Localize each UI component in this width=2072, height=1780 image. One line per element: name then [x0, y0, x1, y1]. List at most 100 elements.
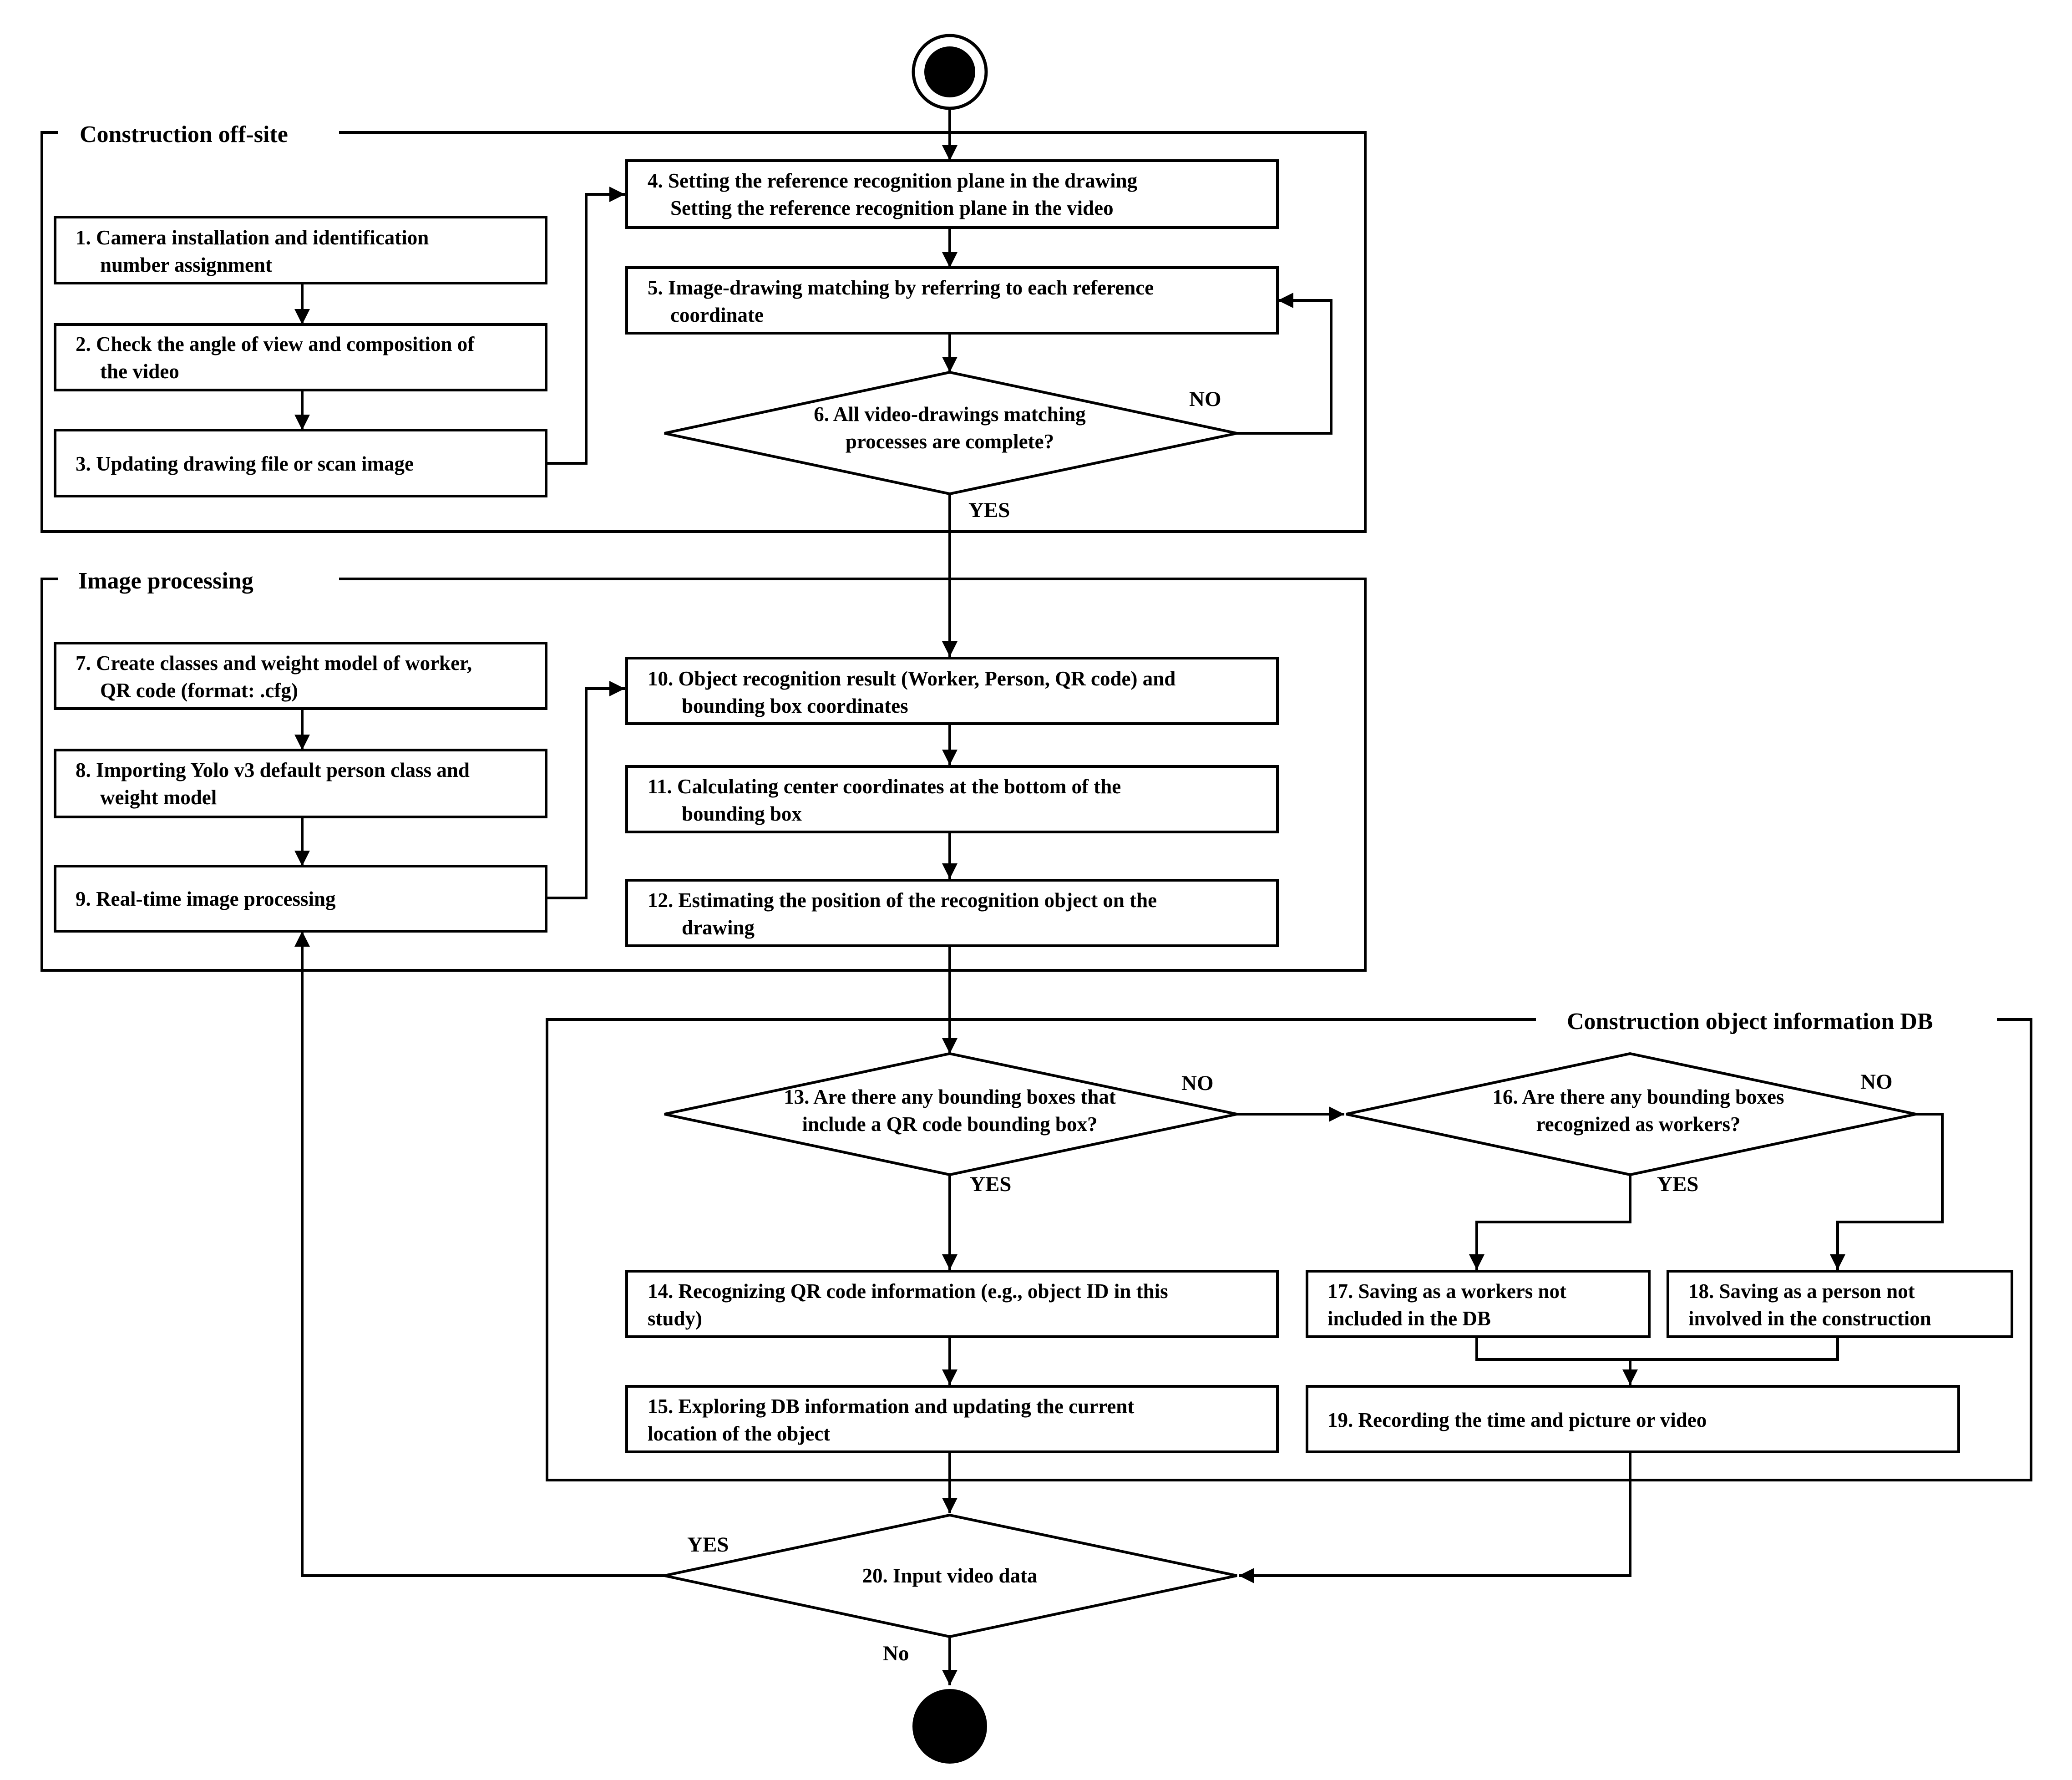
node-s12: 12. Estimating the position of the recog… — [625, 879, 1279, 947]
frame-construction-offsite: Construction off-site — [41, 122, 1367, 533]
node-s11: 11. Calculating center coordinates at th… — [625, 765, 1279, 833]
frame-title-image-processing: Image processing — [78, 568, 253, 594]
node-s9-line-1: 9. Real-time image processing — [76, 887, 336, 910]
svg-text:19. Recording the time and pic: 19. Recording the time and picture or vi… — [1327, 1409, 1707, 1431]
decision-s13-line-1: 13. Are there any bounding boxes that — [784, 1085, 1116, 1108]
node-s14-line-2: study) — [648, 1307, 702, 1330]
node-s19-line-1: 19. Recording the time and picture or vi… — [1327, 1409, 1707, 1431]
edge-s9-to-s10 — [546, 681, 625, 899]
decision-s6-line-2: processes are complete? — [846, 430, 1054, 453]
edge-s16-no-to-s18 — [1830, 1113, 1944, 1270]
label-s6-yes: YES — [968, 498, 1010, 522]
decision-s16: 16. Are there any bounding boxes recogniz… — [1346, 1052, 1916, 1177]
label-s13-yes: YES — [970, 1172, 1011, 1196]
edge-s20-yes-to-s9 — [294, 931, 664, 1577]
node-s2-line-1: 2. Check the angle of view and compositi… — [76, 333, 475, 355]
node-s14: 14. Recognizing QR code information (e.g… — [625, 1270, 1279, 1338]
node-s17-line-2: included in the DB — [1327, 1307, 1491, 1330]
svg-text:8. Importing Yolo v3 default p: 8. Importing Yolo v3 default person clas… — [76, 759, 470, 809]
start-node — [912, 34, 988, 110]
node-s1: 1. Camera installation and identificatio… — [54, 216, 547, 284]
decision-s20: 20. Input video data — [664, 1513, 1237, 1638]
node-s5-line-2: coordinate — [670, 304, 764, 326]
node-s12-line-1: 12. Estimating the position of the recog… — [648, 889, 1157, 912]
node-s14-line-1: 14. Recognizing QR code information (e.g… — [648, 1280, 1168, 1303]
svg-text:10. Object recognition result: 10. Object recognition result (Worker, P… — [648, 667, 1175, 717]
node-s19: 19. Recording the time and picture or vi… — [1306, 1385, 1960, 1453]
node-s11-line-1: 11. Calculating center coordinates at th… — [648, 775, 1121, 798]
label-s20-yes: YES — [687, 1533, 729, 1557]
node-s7: 7. Create classes and weight model of wo… — [54, 642, 547, 710]
node-s10-line-1: 10. Object recognition result (Worker, P… — [648, 667, 1175, 690]
svg-text:20. Input video data: 20. Input video data — [862, 1564, 1037, 1587]
node-s9: 9. Real-time image processing — [54, 865, 547, 933]
node-s8-line-1: 8. Importing Yolo v3 default person clas… — [76, 759, 470, 781]
decision-s16-line-1: 16. Are there any bounding boxes — [1493, 1085, 1784, 1108]
decision-s13-line-2: include a QR code bounding box? — [802, 1113, 1098, 1136]
node-s8-line-2: weight model — [100, 786, 217, 809]
node-s10: 10. Object recognition result (Worker, P… — [625, 657, 1279, 725]
node-s1-line-2: number assignment — [100, 254, 272, 276]
svg-text:14. Recognizing QR code inform: 14. Recognizing QR code information (e.g… — [648, 1280, 1168, 1330]
svg-text:16. Are there any bounding box: 16. Are there any bounding boxes recogniz… — [1493, 1085, 1784, 1136]
node-s12-line-2: drawing — [682, 916, 755, 939]
svg-text:12. Estimating the position of: 12. Estimating the position of the recog… — [648, 889, 1157, 939]
node-s5: 5. Image-drawing matching by referring t… — [625, 266, 1279, 335]
node-s18-line-2: involved in the construction — [1688, 1307, 1931, 1330]
label-s20-no: No — [883, 1642, 909, 1665]
node-s3: 3. Updating drawing file or scan image — [54, 429, 547, 497]
label-s6-no: NO — [1189, 387, 1221, 411]
edge-s19-to-s20 — [1239, 1452, 1631, 1583]
edge-s3-to-s4 — [546, 187, 625, 465]
label-s16-no: NO — [1860, 1070, 1893, 1094]
node-s10-line-2: bounding box coordinates — [682, 695, 908, 717]
node-s11-line-2: bounding box — [682, 802, 802, 825]
svg-text:1. Camera installation and ide: 1. Camera installation and identificatio… — [76, 226, 429, 276]
decision-s6: 6. All video-drawings matching processes … — [664, 370, 1237, 496]
decision-s16-line-2: recognized as workers? — [1536, 1113, 1740, 1136]
node-s4-line-1: 4. Setting the reference recognition pla… — [648, 169, 1138, 192]
edge-s17-join — [1475, 1337, 1839, 1361]
node-s18-line-1: 18. Saving as a person not — [1688, 1280, 1915, 1303]
label-s13-no: NO — [1181, 1071, 1214, 1095]
node-s18: 18. Saving as a person not involved in th… — [1667, 1270, 2013, 1338]
node-s17: 17. Saving as a workers not included in t… — [1306, 1270, 1651, 1338]
node-s7-line-1: 7. Create classes and weight model of wo… — [76, 652, 472, 674]
node-s3-line-1: 3. Updating drawing file or scan image — [76, 452, 414, 475]
node-s2: 2. Check the angle of view and compositi… — [54, 323, 547, 391]
node-s15-line-2: location of the object — [648, 1422, 830, 1445]
svg-text:6. All video-drawings matching: 6. All video-drawings matching processes … — [814, 403, 1086, 453]
svg-text:7. Create classes and weight m: 7. Create classes and weight model of wo… — [76, 652, 472, 702]
decision-s13: 13. Are there any bounding boxes that inc… — [664, 1052, 1237, 1177]
node-s15: 15. Exploring DB information and updatin… — [625, 1385, 1279, 1453]
node-s7-line-2: QR code (format: .cfg) — [100, 679, 298, 702]
svg-text:13. Are there any bounding box: 13. Are there any bounding boxes that inc… — [784, 1085, 1116, 1136]
frame-title-offsite: Construction off-site — [80, 122, 288, 147]
svg-text:5. Image-drawing matching by r: 5. Image-drawing matching by referring t… — [648, 276, 1154, 326]
decision-s20-line-1: 20. Input video data — [862, 1564, 1037, 1587]
node-s8: 8. Importing Yolo v3 default person clas… — [54, 749, 547, 818]
svg-text:2. Check the angle of view and: 2. Check the angle of view and compositi… — [76, 333, 475, 383]
node-s5-line-1: 5. Image-drawing matching by referring t… — [648, 276, 1154, 299]
node-s15-line-1: 15. Exploring DB information and updatin… — [648, 1395, 1134, 1418]
frame-image-processing: Image processing — [41, 568, 1367, 972]
edge-s6-no-to-s5 — [1237, 293, 1332, 435]
svg-text:15. Exploring DB information a: 15. Exploring DB information and updatin… — [648, 1395, 1134, 1445]
frame-title-db: Construction object information DB — [1567, 1009, 1933, 1035]
edge-s16-yes-to-s17 — [1469, 1175, 1631, 1270]
node-s4-line-2: Setting the reference recognition plane … — [670, 197, 1114, 219]
edges — [294, 109, 1944, 1685]
svg-text:11. Calculating center coordin: 11. Calculating center coordinates at th… — [648, 775, 1121, 825]
frame-construction-db: Construction object information DB — [546, 1009, 2032, 1481]
node-s1-line-1: 1. Camera installation and identificatio… — [76, 226, 429, 249]
decision-s6-line-1: 6. All video-drawings matching — [814, 403, 1086, 426]
node-s2-line-2: the video — [100, 360, 179, 383]
node-s4: 4. Setting the reference recognition pla… — [625, 159, 1279, 229]
node-s17-line-1: 17. Saving as a workers not — [1327, 1280, 1566, 1303]
svg-text:3. Updating drawing file or sc: 3. Updating drawing file or scan image — [76, 452, 414, 475]
svg-text:4. Setting the reference recog: 4. Setting the reference recognition pla… — [648, 169, 1138, 219]
